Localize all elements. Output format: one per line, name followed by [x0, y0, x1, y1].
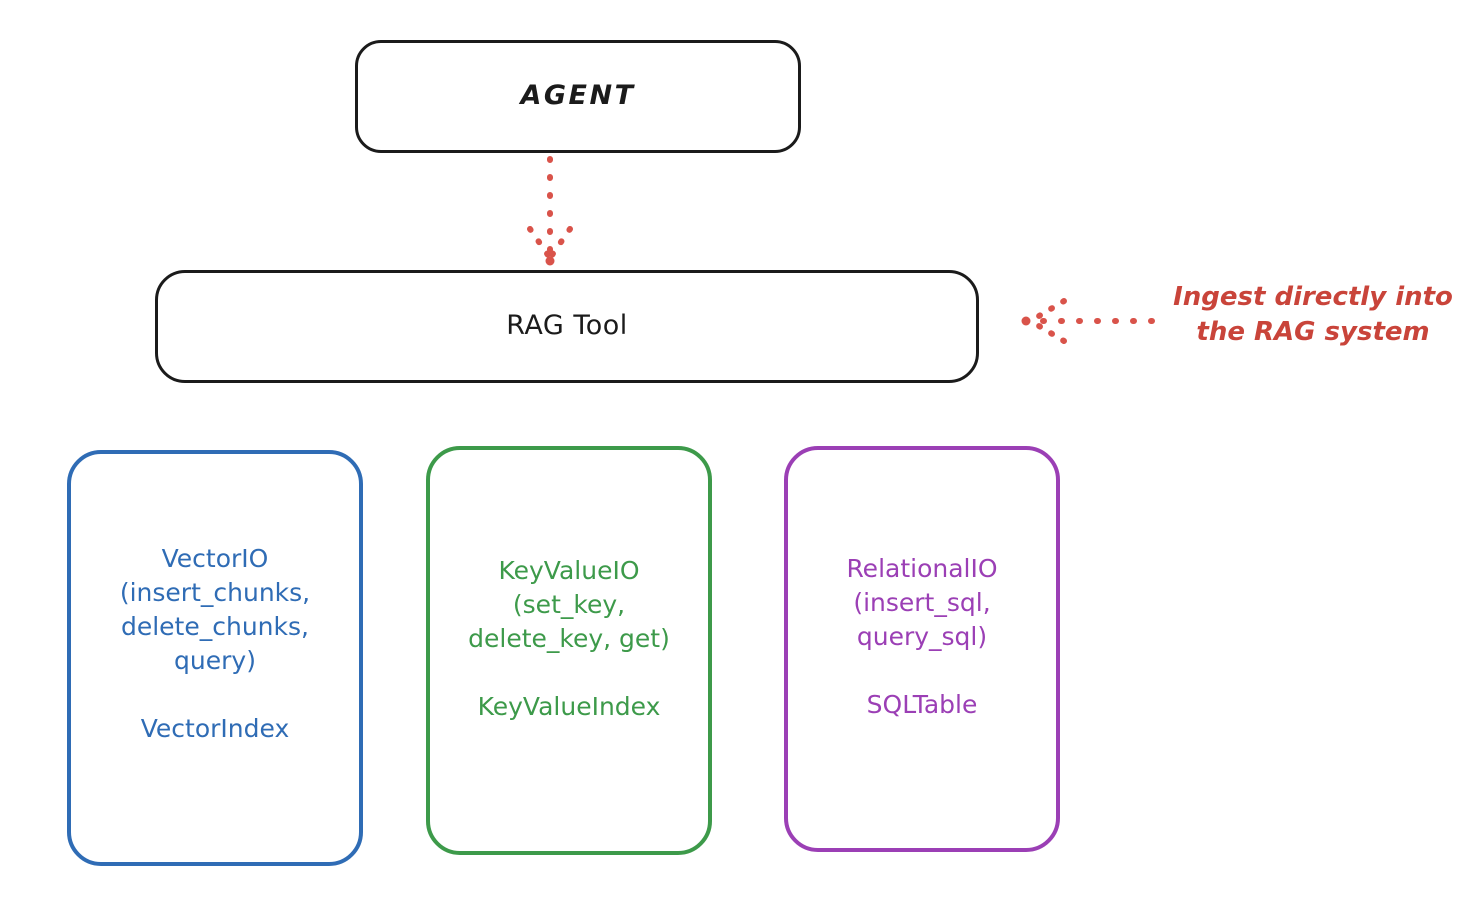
node-vector-io-api-label: VectorIO (insert_chunks, delete_chunks, … — [119, 544, 311, 675]
node-relational-io[interactable]: RelationalIO (insert_sql, query_sql) SQL… — [784, 446, 1060, 852]
node-key-value-io-api-label: KeyValueIO (set_key, delete_key, get) — [468, 556, 670, 653]
node-relational-io-content: RelationalIO (insert_sql, query_sql) SQL… — [788, 552, 1056, 722]
node-relational-io-index-label: SQLTable — [866, 690, 978, 719]
node-relational-io-api-label: RelationalIO (insert_sql, query_sql) — [846, 554, 998, 651]
node-key-value-io[interactable]: KeyValueIO (set_key, delete_key, get) Ke… — [426, 446, 712, 855]
node-vector-io[interactable]: VectorIO (insert_chunks, delete_chunks, … — [67, 450, 363, 866]
node-rag-tool-label: RAG Tool — [506, 310, 628, 342]
node-rag-tool[interactable]: RAG Tool — [155, 270, 979, 383]
node-vector-io-index-label: VectorIndex — [140, 714, 290, 743]
node-agent[interactable]: AGENT — [355, 40, 801, 153]
node-vector-io-content: VectorIO (insert_chunks, delete_chunks, … — [71, 542, 359, 746]
annotation-ingest-note: Ingest directly into the RAG system — [1173, 282, 1453, 347]
edge-ingest-to-rag-tool — [1021, 298, 1155, 344]
node-agent-label: AGENT — [520, 80, 636, 112]
node-key-value-io-index-label: KeyValueIndex — [477, 692, 661, 721]
edge-agent-to-rag-tool — [527, 156, 573, 266]
node-key-value-io-content: KeyValueIO (set_key, delete_key, get) Ke… — [430, 554, 708, 724]
